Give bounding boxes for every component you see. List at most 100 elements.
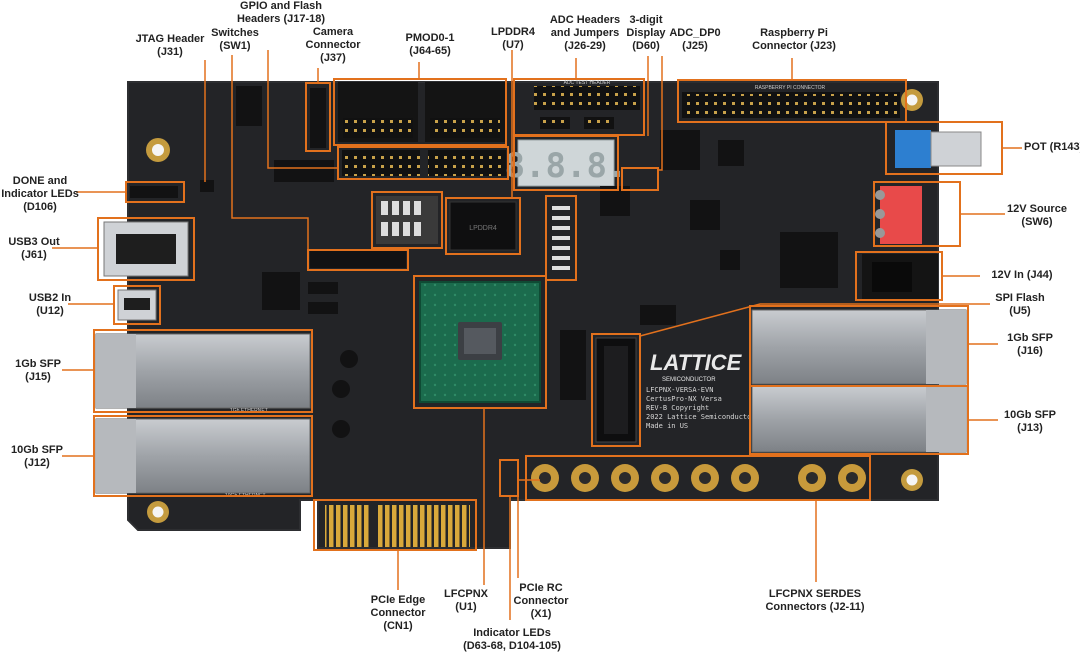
brand-sub: SEMICONDUCTOR	[662, 377, 716, 383]
callout-sfp1l-ref: (J15)	[25, 371, 51, 383]
callout-pcierc-ref: (X1)	[530, 608, 552, 620]
callout-usb3-ref: (J61)	[21, 249, 47, 261]
pcie-fingers	[325, 505, 470, 547]
callout-camera: Camera Connector (J37)	[298, 26, 368, 65]
callout-leds-ref: (D63-68, D104-105)	[463, 640, 561, 652]
callout-gpio-name: GPIO and Flash	[240, 0, 322, 12]
box-spi	[591, 333, 641, 447]
callout-sfp1r-name: 1Gb SFP	[1007, 332, 1053, 344]
callout-in12: 12V In (J44)	[980, 269, 1064, 282]
pmod-connectors	[338, 82, 505, 142]
callout-adcdp: ADC_DP0 (J25)	[664, 27, 726, 53]
callout-pot-name: POT (R143)	[1024, 141, 1080, 153]
box-gpio	[337, 146, 509, 180]
callout-camera-ref: (J37)	[320, 52, 346, 64]
box-display	[513, 135, 619, 191]
callout-display-ref: (D60)	[632, 40, 660, 52]
callout-serdes: LFCPNX SERDES Connectors (J2-11)	[756, 588, 874, 614]
callout-pcie-name: PCIe Edge	[370, 594, 426, 606]
sfp-cage-right-bottom	[751, 385, 967, 453]
callout-usb3-name: USB3 Out	[8, 236, 60, 248]
callout-fpga: LFCPNX (U1)	[444, 588, 488, 614]
callout-gpio: GPIO and Flash Headers (J17-18)	[226, 0, 336, 26]
callout-sfp1r-ref: (J16)	[1017, 345, 1043, 357]
callout-leds: Indicator LEDs (D63-68, D104-105)	[456, 627, 568, 653]
lpddr4-chip: LPDDR4	[449, 201, 517, 251]
display-digits: 8.8.8.	[505, 146, 628, 186]
callout-fpga-ref: (U1)	[455, 601, 477, 613]
callout-serdes-name: LFCPNX SERDES	[768, 588, 862, 600]
callout-rpi-name: Raspberry Pi	[760, 27, 828, 39]
callout-lpddr-name: LPDDR4	[490, 26, 535, 38]
callout-serdes-name2: Connectors (J2-11)	[765, 601, 865, 613]
callout-sfp10r: 10Gb SFP (J13)	[1000, 409, 1060, 435]
callout-camera-name: Camera	[312, 26, 354, 38]
box-switches	[371, 191, 443, 249]
box-leds	[545, 195, 577, 281]
callout-pcierc-name: PCIe RC	[519, 582, 563, 594]
callout-spi-name: SPI Flash	[995, 292, 1045, 304]
callout-done-name: DONE and	[12, 175, 68, 187]
usb3-port	[103, 221, 189, 277]
callout-display: 3-digit Display (D60)	[620, 14, 672, 53]
silk-line: CertusPro-NX Versa	[646, 395, 722, 403]
callout-switches-ref: (SW1)	[219, 40, 251, 52]
indicator-led-column	[552, 206, 570, 270]
callout-pcie: PCIe Edge Connector (CN1)	[360, 594, 436, 633]
callout-boxes	[93, 78, 1003, 551]
callout-lpddr-ref: (U7)	[502, 39, 524, 51]
box-usb3	[97, 217, 195, 281]
fpga-chip	[419, 281, 541, 403]
callout-sfp10l: 10Gb SFP (J12)	[8, 444, 66, 470]
callout-camera-name2: Connector	[305, 39, 361, 51]
usb2-port	[117, 289, 157, 321]
callout-adc-name2: and Jumpers	[550, 27, 620, 39]
callout-switches-name: Switches	[211, 27, 259, 39]
board-silk: LFCPNX-VERSA-EVN CertusPro-NX Versa REV-…	[646, 386, 756, 430]
callout-jtag-name: JTAG Header	[135, 33, 205, 45]
callout-usb2-name: USB2 In	[28, 292, 72, 304]
callout-fpga-name: LFCPNX	[444, 588, 488, 600]
silk-line: Made in US	[646, 422, 688, 430]
box-usb2	[113, 285, 161, 325]
callout-pmod-ref: (J64-65)	[409, 45, 451, 57]
potentiometer	[895, 130, 982, 168]
callout-done-name2: Indicator LEDs	[1, 188, 79, 200]
callout-pcie-ref: (CN1)	[383, 620, 413, 632]
callout-rpi: Raspberry Pi Connector (J23)	[746, 27, 842, 53]
callout-pmod-name: PMOD0-1	[405, 32, 455, 44]
box-sfp1l	[93, 329, 313, 413]
box-jtag	[307, 249, 409, 271]
sfp-cage-right-top	[751, 309, 967, 385]
dc-jack	[862, 254, 938, 300]
callout-sfp1r: 1Gb SFP (J16)	[1000, 332, 1060, 358]
callout-src12-name: 12V Source	[1007, 203, 1067, 215]
callout-done-ref: (D106)	[23, 201, 57, 213]
silk-line: REV-B Copyright	[646, 404, 709, 412]
callout-adc-ref: (J26-29)	[564, 40, 606, 52]
box-adcdp	[621, 167, 659, 191]
callout-adcdp-name: ADC_DP0	[669, 27, 721, 39]
rpi-silk: RASPBERRY PI CONNECTOR	[755, 85, 826, 91]
callout-usb2: USB2 In (U12)	[20, 292, 80, 318]
gpio-headers	[342, 150, 506, 176]
callout-sfp1l: 1Gb SFP (J15)	[10, 358, 66, 384]
callout-jtag-ref: (J31)	[157, 46, 183, 58]
callout-display-name: 3-digit	[629, 14, 663, 26]
callout-adc: ADC Headers and Jumpers (J26-29)	[544, 14, 626, 53]
callout-sfp10l-name: 10Gb SFP	[11, 444, 63, 456]
power-switch	[875, 186, 922, 244]
callout-sfp10r-ref: (J13)	[1017, 422, 1043, 434]
callout-done: DONE and Indicator LEDs (D106)	[0, 175, 80, 214]
misc-components	[130, 86, 838, 438]
callout-gpio-name2: Headers (J17-18)	[236, 13, 326, 25]
callout-sfp10r-name: 10Gb SFP	[1004, 409, 1056, 421]
box-pmod	[333, 78, 507, 146]
brand: LATTICE	[650, 350, 743, 375]
callout-usb2-ref: (U12)	[36, 305, 64, 317]
box-serdes	[525, 455, 871, 501]
rpi-header: RASPBERRY PI CONNECTOR	[682, 85, 900, 118]
silk-line: 2022 Lattice Semiconductor	[646, 413, 756, 421]
callout-pcierc-name2: Connector	[513, 595, 569, 607]
